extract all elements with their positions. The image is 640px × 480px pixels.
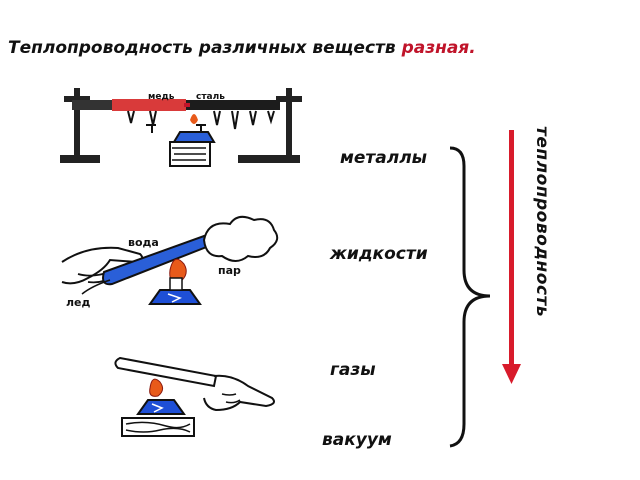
water-label: вода [128, 236, 159, 249]
gases-illustration [114, 356, 275, 437]
category-label-liquids: жидкости [330, 244, 428, 264]
metals-apparatus-illustration: медь сталь [60, 88, 302, 167]
title-accent: разная. [401, 38, 476, 58]
category-label-metals: металлы [340, 148, 428, 168]
conductivity-arrow [502, 130, 521, 384]
page-title: Теплопроводность различных веществ разна… [8, 38, 476, 58]
category-label-vacuum: вакуум [322, 430, 392, 450]
steel-label: сталь [196, 92, 225, 102]
grouping-brace [449, 146, 491, 448]
copper-label: медь [148, 92, 175, 102]
ice-label: лед [66, 296, 91, 309]
liquids-illustration: вода пар лед [61, 215, 279, 309]
category-label-gases: газы [330, 360, 376, 380]
axis-label-thermal-conductivity: теплопроводность [532, 126, 552, 318]
title-main: Теплопроводность различных веществ [8, 38, 402, 58]
steam-label: пар [218, 264, 241, 277]
